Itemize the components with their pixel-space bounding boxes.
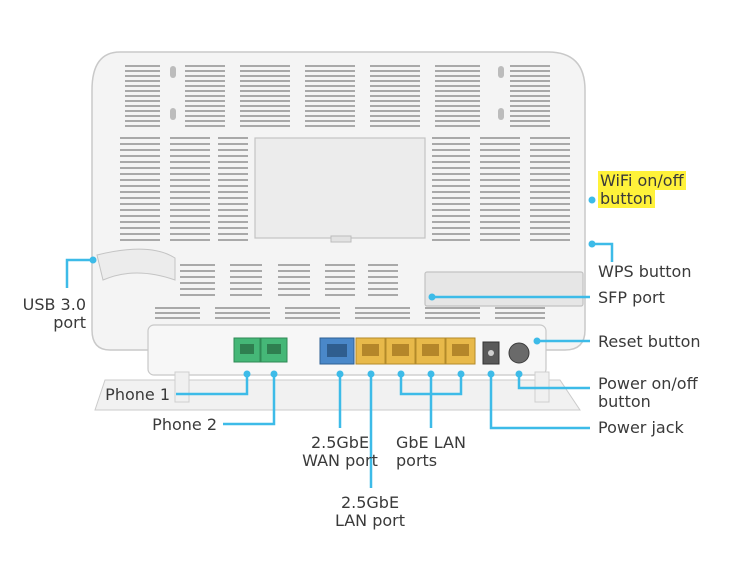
lan-ports [355, 337, 476, 365]
power-switch-label-line-1: Power on/off [598, 374, 698, 393]
reset-button-label: Reset button [598, 332, 701, 351]
gbe-label-line-2: ports [396, 451, 438, 470]
callout-lines [65, 196, 614, 488]
lan25-label-line-2: LAN port [334, 511, 406, 530]
cable-clip [96, 248, 176, 281]
wan-label-line-1: 2.5GbE [310, 433, 370, 452]
wifi-label-line-1: WiFi on/off [598, 171, 686, 190]
power-switch-label-line-2: button [598, 392, 651, 411]
back-panel [254, 137, 426, 239]
lan25-port-label: 2.5GbE LAN port [315, 494, 425, 530]
phone1-label: Phone 1 [105, 385, 170, 404]
power-switch-label: Power on/off button [598, 375, 698, 411]
sfp-cover [424, 271, 584, 307]
lan25-label-line-1: 2.5GbE [340, 493, 400, 512]
gbe-lan-ports-label: GbE LAN ports [396, 434, 466, 470]
power-jack-label: Power jack [598, 418, 684, 437]
wifi-button-label: WiFi on/off button [598, 171, 686, 208]
phone2-label: Phone 2 [152, 415, 217, 434]
sfp-port-label: SFP port [598, 288, 665, 307]
stand [94, 379, 581, 411]
wps-button-label: WPS button [598, 262, 692, 281]
wan-port-label: 2.5GbE WAN port [280, 434, 400, 470]
wan-label-line-2: WAN port [302, 451, 378, 470]
mount-holes [170, 66, 504, 120]
usb-label-line-2: port [53, 313, 86, 332]
wifi-label-line-2: button [598, 189, 655, 208]
gbe-label-line-1: GbE LAN [396, 433, 466, 452]
usb-port-label: USB 3.0 port [0, 296, 86, 332]
power-switch [508, 342, 530, 364]
usb-label-line-1: USB 3.0 [22, 295, 86, 314]
vent-slots [120, 65, 570, 319]
